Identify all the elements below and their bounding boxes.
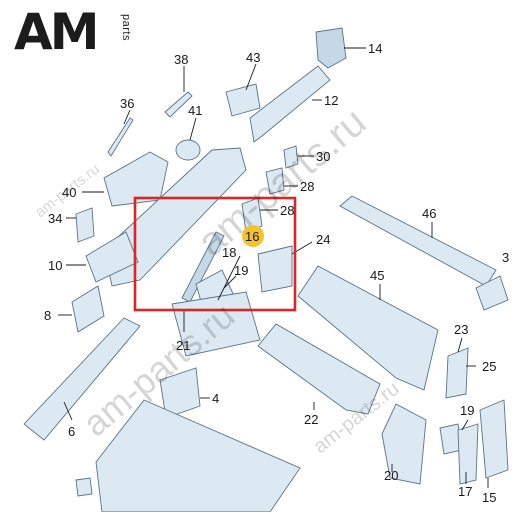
part-16	[181, 231, 225, 303]
callout-36: 36	[120, 96, 134, 111]
part-10	[85, 231, 139, 283]
part-23	[445, 347, 469, 399]
callout-28-lower: 28	[280, 203, 294, 218]
callout-3: 3	[502, 250, 509, 265]
callout-4: 4	[212, 391, 219, 406]
part-8	[71, 285, 105, 333]
leader-lines	[58, 47, 489, 488]
part-24	[257, 245, 293, 293]
part-6	[23, 317, 141, 441]
part-17	[457, 423, 479, 485]
part-28b	[241, 197, 263, 233]
callout-16: 16	[245, 229, 259, 244]
brand-logo: AM parts	[14, 4, 144, 60]
callout-10: 10	[48, 258, 62, 273]
part-12	[249, 65, 331, 143]
part-floor-pan	[95, 399, 301, 513]
part-46	[339, 195, 497, 287]
callout-22: 22	[304, 412, 318, 427]
callout-41: 41	[188, 103, 202, 118]
part-22	[257, 323, 381, 415]
callout-30: 30	[316, 149, 330, 164]
part-30	[283, 145, 299, 169]
part-28	[265, 167, 285, 195]
part-38	[164, 91, 193, 118]
callout-17: 17	[458, 484, 472, 499]
logo-suffix: parts	[120, 14, 132, 41]
highlight-box	[133, 196, 297, 312]
callout-19-upper: 19	[234, 263, 248, 278]
part-34	[75, 207, 95, 243]
highlight-badge	[242, 225, 264, 247]
callout-45: 45	[370, 268, 384, 283]
callout-8: 8	[44, 308, 51, 323]
callout-21: 21	[176, 338, 190, 353]
callout-25: 25	[482, 359, 496, 374]
part-43	[225, 83, 261, 117]
callout-34: 34	[48, 211, 62, 226]
part-14	[315, 27, 347, 69]
callout-12: 12	[324, 93, 338, 108]
part-4	[159, 367, 201, 419]
callout-28-upper: 28	[300, 179, 314, 194]
logo-wordmark: AM	[14, 3, 99, 61]
part-41	[175, 139, 201, 161]
part-40	[103, 151, 169, 207]
callout-20: 20	[384, 468, 398, 483]
callout-15: 15	[482, 490, 496, 505]
callout-40: 40	[62, 185, 76, 200]
callout-24: 24	[316, 232, 330, 247]
callout-14: 14	[368, 41, 382, 56]
callout-18: 18	[222, 245, 236, 260]
part-21	[171, 291, 261, 357]
callout-23: 23	[454, 322, 468, 337]
part-main-member	[103, 147, 247, 287]
callout-6: 6	[68, 424, 75, 439]
part-bottom-small	[75, 477, 93, 497]
callouts: 38 43 14 36 41 12 30 40 28 28 46 34 16 1…	[44, 41, 509, 505]
part-3	[475, 275, 509, 311]
callout-43: 43	[246, 50, 260, 65]
callout-38: 38	[174, 52, 188, 67]
part-36	[107, 117, 134, 157]
part-20	[381, 403, 427, 485]
part-45	[297, 265, 439, 391]
callout-46: 46	[422, 206, 436, 221]
part-15	[479, 399, 509, 479]
callout-19-lower: 19	[460, 403, 474, 418]
